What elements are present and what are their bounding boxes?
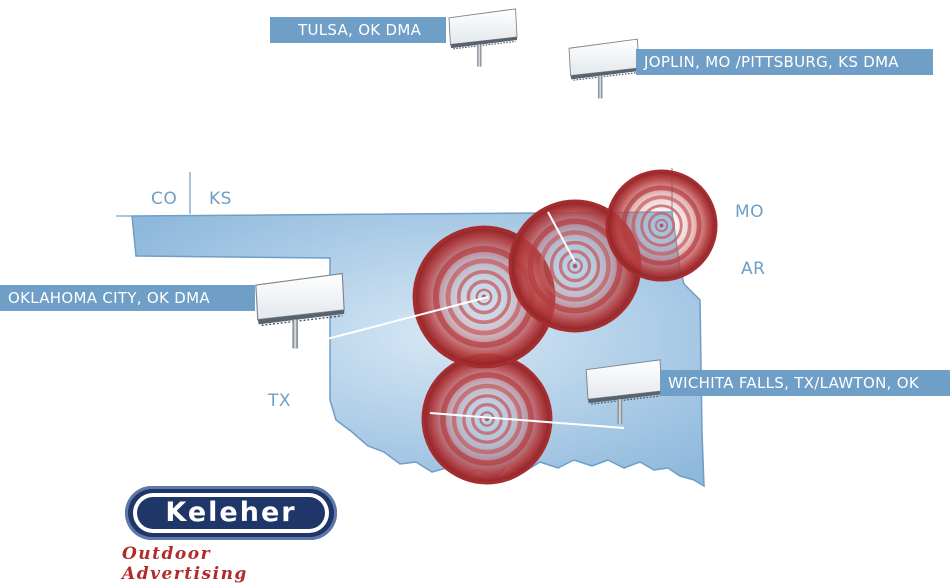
rings-joplin: [607, 171, 716, 280]
keleher-logo: Keleher: [125, 486, 337, 540]
label-wichita-falls-dma: WICHITA FALLS, TX/LAWTON, OK: [660, 370, 950, 396]
label-oklahoma-city-dma: OKLAHOMA CITY, OK DMA: [0, 285, 255, 311]
state-label-ks: KS: [209, 189, 232, 209]
state-label-co: CO: [151, 189, 178, 209]
oklahoma-map: [116, 8, 950, 488]
map-stage: TULSA, OK DMA JOPLIN, MO /PITTSBURG, KS …: [0, 8, 950, 584]
connector-lines: [299, 211, 625, 429]
rings-wichita-falls: [423, 355, 551, 483]
billboard-joplin: [568, 38, 640, 100]
billboard-tulsa: [448, 8, 518, 68]
state-label-tx: TX: [268, 391, 292, 411]
label-tulsa-dma: TULSA, OK DMA: [270, 17, 446, 43]
logo-tagline: Outdoor Advertising: [122, 544, 248, 584]
logo-wordmark: Keleher: [137, 497, 325, 529]
state-label-ar: AR: [741, 259, 766, 279]
state-label-mo: MO: [735, 202, 765, 222]
label-joplin-dma: JOPLIN, MO /PITTSBURG, KS DMA: [636, 49, 933, 75]
